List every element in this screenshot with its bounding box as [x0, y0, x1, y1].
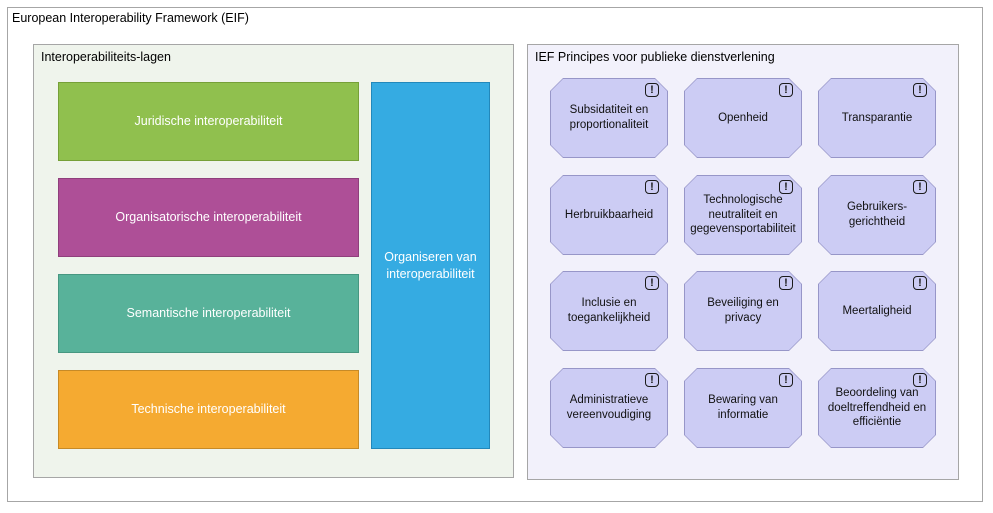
- principle-label: Beveiliging en privacy: [707, 297, 779, 324]
- principle-box[interactable]: Subsidatiteit en proportionaliteit !: [550, 78, 668, 158]
- layer-label: Technische interoperabiliteit: [131, 402, 286, 417]
- diagram-title: European Interoperability Framework (EIF…: [12, 11, 249, 25]
- layers-panel-title: Interoperabiliteits-lagen: [41, 50, 171, 64]
- exclamation-icon: !: [779, 180, 793, 194]
- principle-label: Administratieve vereenvoudiging: [566, 394, 652, 421]
- principle-label: Inclusie en toegankelijkheid: [567, 297, 651, 324]
- exclamation-icon: !: [913, 83, 927, 97]
- exclamation-icon: !: [913, 373, 927, 387]
- principle-label: Bewaring van informatie: [708, 394, 778, 421]
- exclamation-icon: !: [645, 373, 659, 387]
- exclamation-icon: !: [913, 276, 927, 290]
- exclamation-icon: !: [913, 180, 927, 194]
- layer-juridische[interactable]: Juridische interoperabiliteit: [58, 82, 359, 161]
- principle-box[interactable]: Inclusie en toegankelijkheid !: [550, 271, 668, 351]
- principle-box[interactable]: Openheid !: [684, 78, 802, 158]
- principle-box[interactable]: Transparantie !: [818, 78, 936, 158]
- principle-label: Technologische neutraliteit en gegevensp…: [690, 193, 796, 236]
- layer-label: Organisatorische interoperabiliteit: [115, 210, 302, 225]
- principle-box[interactable]: Beoordeling van doeltreffendheid en effi…: [818, 368, 936, 448]
- exclamation-icon: !: [645, 83, 659, 97]
- principle-label: Subsidatiteit en proportionaliteit: [569, 104, 649, 131]
- principle-label: Meertaligheid: [842, 304, 912, 317]
- organizer-label: Organiseren van interoperabiliteit: [384, 250, 477, 281]
- principle-box[interactable]: Meertaligheid !: [818, 271, 936, 351]
- exclamation-icon: !: [645, 180, 659, 194]
- layer-label: Juridische interoperabiliteit: [134, 114, 283, 129]
- exclamation-icon: !: [779, 83, 793, 97]
- layer-technische[interactable]: Technische interoperabiliteit: [58, 370, 359, 449]
- principle-box[interactable]: Bewaring van informatie !: [684, 368, 802, 448]
- principle-label: Gebruikers-gerichtheid: [846, 201, 908, 228]
- principle-label: Herbruikbaarheid: [564, 208, 654, 221]
- exclamation-icon: !: [779, 276, 793, 290]
- layer-semantische[interactable]: Semantische interoperabiliteit: [58, 274, 359, 353]
- principle-box[interactable]: Herbruikbaarheid !: [550, 175, 668, 255]
- principle-box[interactable]: Technologische neutraliteit en gegevensp…: [684, 175, 802, 255]
- organizer-bar[interactable]: Organiseren van interoperabiliteit: [371, 82, 490, 449]
- principle-box[interactable]: Gebruikers-gerichtheid !: [818, 175, 936, 255]
- principle-label: Beoordeling van doeltreffendheid en effi…: [827, 386, 927, 429]
- principle-label: Openheid: [718, 111, 768, 124]
- exclamation-icon: !: [779, 373, 793, 387]
- principles-panel-title: IEF Principes voor publieke dienstverlen…: [535, 50, 775, 64]
- layer-organisatorische[interactable]: Organisatorische interoperabiliteit: [58, 178, 359, 257]
- layer-label: Semantische interoperabiliteit: [126, 306, 291, 321]
- principle-label: Transparantie: [841, 111, 913, 124]
- exclamation-icon: !: [645, 276, 659, 290]
- principle-box[interactable]: Administratieve vereenvoudiging !: [550, 368, 668, 448]
- principle-box[interactable]: Beveiliging en privacy !: [684, 271, 802, 351]
